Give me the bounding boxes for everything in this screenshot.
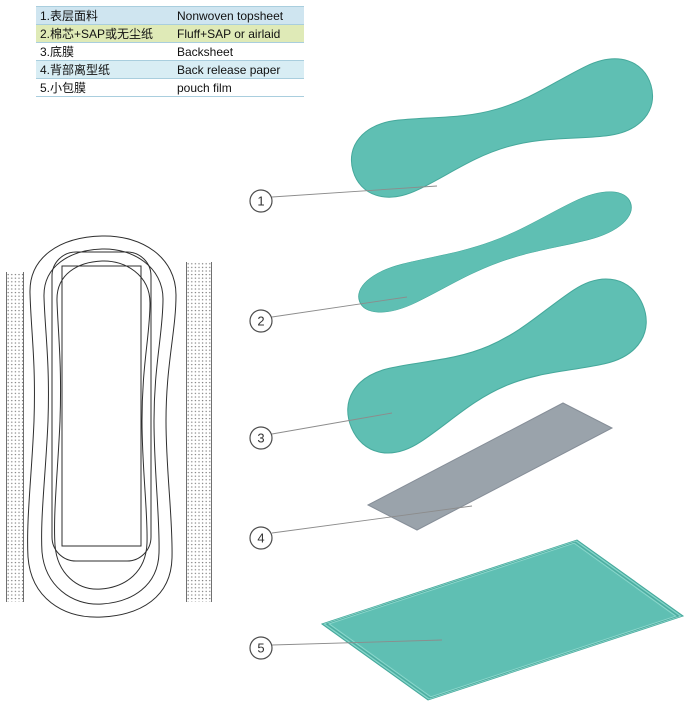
marker-core: 2 — [249, 309, 273, 333]
core-rounded-outline — [51, 251, 152, 562]
marker-circle — [249, 526, 273, 550]
legend-row-pouch-film: 5.小包膜 pouch film — [36, 78, 304, 97]
marker-circle — [249, 309, 273, 333]
legend-table: 1.表层面料 Nonwoven topsheet 2.棉芯+SAP或无尘纸 Fl… — [36, 6, 304, 97]
legend-term-en: Backsheet — [173, 42, 304, 61]
pad-outline-middle — [41, 248, 164, 605]
layer-topsheet-shape — [342, 48, 662, 208]
legend-row-core: 2.棉芯+SAP或无尘纸 Fluff+SAP or airlaid — [36, 24, 304, 43]
legend-term-en: Back release paper — [173, 60, 304, 79]
core-rectangle — [61, 265, 142, 547]
pad-outline-inner — [54, 260, 151, 590]
left-seal-strip — [6, 272, 24, 602]
legend-term-en: Fluff+SAP or airlaid — [173, 24, 304, 43]
legend-term-cn: 1.表层面料 — [36, 6, 173, 25]
leader-line-3 — [271, 412, 393, 435]
legend-term-cn: 2.棉芯+SAP或无尘纸 — [36, 24, 173, 43]
marker-topsheet: 1 — [249, 189, 273, 213]
legend-term-cn: 3.底膜 — [36, 42, 173, 61]
marker-pouch-film: 5 — [249, 636, 273, 660]
marker-number: 3 — [257, 431, 264, 446]
leader-line-4 — [271, 505, 473, 534]
marker-circle — [249, 426, 273, 450]
legend-term-en: Nonwoven topsheet — [173, 6, 304, 25]
leader-line-2 — [271, 296, 408, 318]
pad-outline-outer — [27, 235, 177, 618]
marker-release-paper: 4 — [249, 526, 273, 550]
pad-top-view-drawing — [6, 235, 212, 618]
layer-pouch-film-shape — [321, 539, 684, 701]
leader-line-1 — [271, 185, 438, 198]
marker-circle — [249, 636, 273, 660]
legend-term-en: pouch film — [173, 78, 304, 97]
marker-number: 5 — [257, 641, 264, 656]
legend-row-topsheet: 1.表层面料 Nonwoven topsheet — [36, 6, 304, 25]
right-seal-strip — [186, 262, 212, 602]
legend-row-backsheet: 3.底膜 Backsheet — [36, 42, 304, 61]
marker-backsheet: 3 — [249, 426, 273, 450]
marker-number: 2 — [257, 314, 264, 329]
marker-circle — [249, 189, 273, 213]
marker-number: 4 — [257, 531, 264, 546]
marker-number: 1 — [257, 194, 264, 209]
legend-term-cn: 4.背部离型纸 — [36, 60, 173, 79]
legend-row-release-paper: 4.背部离型纸 Back release paper — [36, 60, 304, 79]
layer-release-paper-shape — [366, 402, 614, 531]
legend-term-cn: 5.小包膜 — [36, 78, 173, 97]
leader-line-5 — [271, 639, 443, 646]
